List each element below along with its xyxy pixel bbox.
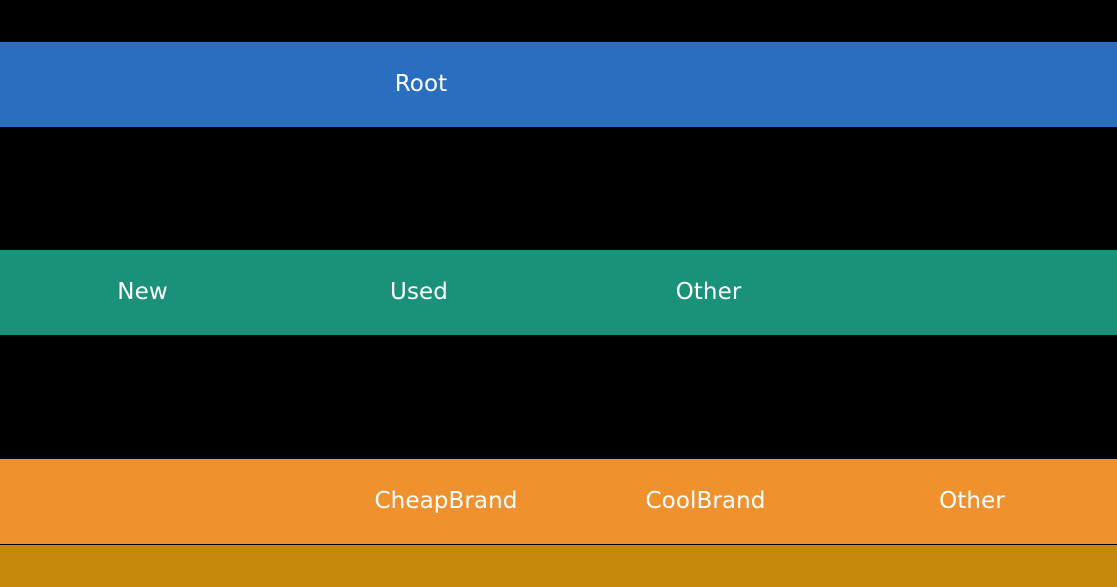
icicle-node-label: New [117, 279, 168, 305]
icicle-node-root-0[interactable] [0, 42, 320, 127]
icicle-node-category-2[interactable] [242, 250, 318, 335]
icicle-node-brand-2[interactable] [549, 459, 605, 544]
icicle-level-category: New Used Other [0, 250, 1117, 335]
icicle-level-root: Root [0, 42, 1117, 127]
icicle-node-category-other[interactable]: Other [607, 250, 810, 335]
icicle-node-label: Other [675, 279, 742, 305]
icicle-node-brand-4[interactable] [806, 459, 870, 544]
icicle-node-category-used[interactable]: Used [318, 250, 520, 335]
icicle-node-label: Used [390, 279, 448, 305]
icicle-node-category-0[interactable] [0, 250, 43, 335]
icicle-node-category-new[interactable]: New [43, 250, 242, 335]
icicle-node-leaf-0[interactable] [0, 545, 1117, 587]
icicle-node-category-4[interactable] [520, 250, 607, 335]
icicle-level-brand: CheapBrand CoolBrand Other [0, 459, 1117, 544]
icicle-node-brand-0[interactable] [0, 459, 343, 544]
icicle-node-root-2[interactable] [522, 42, 1117, 127]
icicle-node-brand-other[interactable]: Other [870, 459, 1074, 544]
icicle-node-label: Root [394, 71, 448, 97]
icicle-node-label: CheapBrand [374, 488, 518, 514]
icicle-node-brand-cheapbrand[interactable]: CheapBrand [343, 459, 549, 544]
icicle-node-label: Other [939, 488, 1005, 514]
icicle-node-brand-coolbrand[interactable]: CoolBrand [605, 459, 806, 544]
icicle-node-root-root[interactable]: Root [320, 42, 522, 127]
icicle-node-category-6[interactable] [810, 250, 1117, 335]
icicle-level-leaf [0, 545, 1117, 587]
icicle-node-label: CoolBrand [645, 488, 766, 514]
icicle-node-brand-6[interactable] [1074, 459, 1117, 544]
